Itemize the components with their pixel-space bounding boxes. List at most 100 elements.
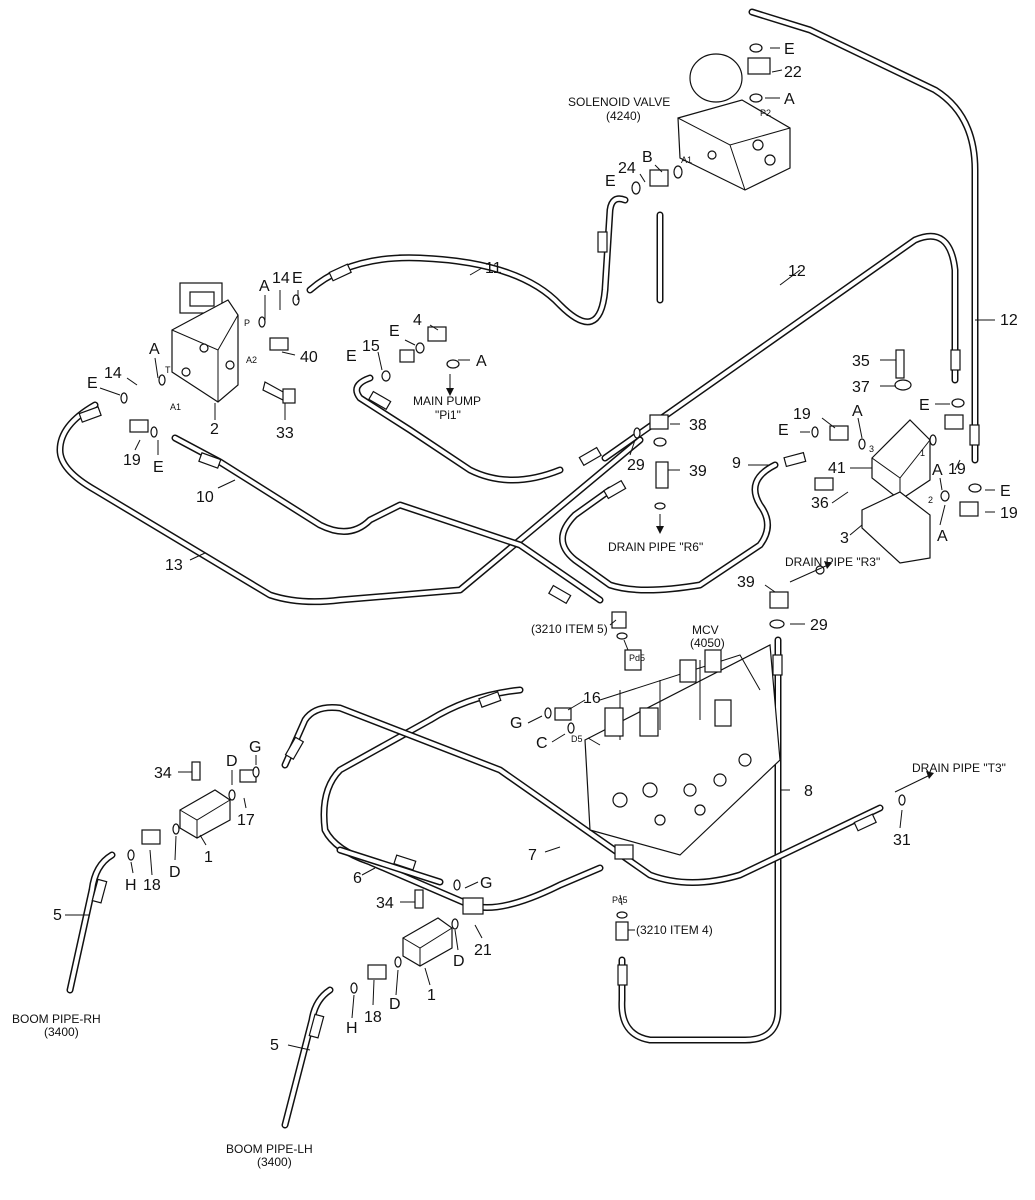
block-1-upper bbox=[179, 789, 231, 839]
main-pump-port: "Pi1" bbox=[435, 408, 461, 422]
callout-12-right: 12 bbox=[1000, 312, 1018, 329]
callout-1a: 1 bbox=[204, 849, 213, 866]
pipe-9 bbox=[559, 461, 779, 594]
port-p: P bbox=[244, 318, 250, 328]
bracket-3 bbox=[861, 491, 931, 564]
callout-21: 21 bbox=[474, 942, 492, 959]
callout-e-mp: E bbox=[389, 323, 400, 340]
callout-19-r3: 19 bbox=[1000, 505, 1018, 522]
callout-38: 38 bbox=[689, 417, 707, 434]
port-1: 1 bbox=[920, 448, 925, 458]
mcv-4050 bbox=[584, 644, 781, 860]
callout-d-b2: D bbox=[389, 996, 401, 1013]
port-t: T bbox=[165, 365, 171, 375]
flow-arrows bbox=[446, 374, 934, 793]
item-4-ref: (3210 ITEM 4) bbox=[636, 923, 713, 937]
callout-34b: 34 bbox=[376, 895, 394, 912]
callout-29b: 29 bbox=[810, 617, 828, 634]
main-pump-label: MAIN PUMP bbox=[413, 394, 481, 408]
callout-a-r4: A bbox=[937, 528, 948, 545]
callout-d-a2: D bbox=[169, 864, 181, 881]
callout-d-a: D bbox=[226, 753, 238, 770]
callout-16: 16 bbox=[583, 690, 601, 707]
port-a1-block: A1 bbox=[170, 402, 181, 412]
boom-pipe-rh: BOOM PIPE-RH bbox=[12, 1012, 101, 1026]
callout-a-left: A bbox=[259, 278, 270, 295]
callout-h-b: H bbox=[346, 1020, 358, 1037]
callout-19-rr: 19 bbox=[948, 461, 966, 478]
callout-a-mp: A bbox=[476, 353, 487, 370]
callout-e-sv: E bbox=[605, 173, 616, 190]
port-pd5: Pd5 bbox=[629, 653, 645, 663]
port-a2: A2 bbox=[246, 355, 257, 365]
callout-g-b: G bbox=[480, 875, 492, 892]
callout-e-mp2: E bbox=[346, 348, 357, 365]
callout-34a: 34 bbox=[154, 765, 172, 782]
port-pc5: Pc5 bbox=[612, 895, 628, 905]
callout-1b: 1 bbox=[427, 987, 436, 1004]
callout-12: 12 bbox=[788, 263, 806, 280]
callout-e-r: E bbox=[919, 397, 930, 414]
callout-e-rr: E bbox=[1000, 483, 1011, 500]
leader-lines bbox=[65, 47, 995, 1051]
mcv-title: MCV bbox=[692, 623, 719, 637]
components bbox=[78, 43, 982, 1039]
callout-5a: 5 bbox=[53, 907, 62, 924]
callout-c-m: C bbox=[536, 735, 548, 752]
labels: SOLENOID VALVE (4240) MCV (4050) MAIN PU… bbox=[12, 41, 1018, 1169]
callout-40: 40 bbox=[300, 349, 318, 366]
callout-h-a: H bbox=[125, 877, 137, 894]
callout-13: 13 bbox=[165, 557, 183, 574]
solenoid-valve-code: (4240) bbox=[606, 109, 641, 123]
item-5-ref: (3210 ITEM 5) bbox=[531, 622, 608, 636]
callout-37: 37 bbox=[852, 379, 870, 396]
o-rings bbox=[120, 43, 982, 994]
pipes bbox=[56, 8, 979, 1129]
callout-a-r: A bbox=[852, 403, 863, 420]
callout-35: 35 bbox=[852, 353, 870, 370]
mcv-code: (4050) bbox=[690, 636, 725, 650]
block-1-lower bbox=[402, 917, 453, 967]
callout-7: 7 bbox=[528, 847, 537, 864]
boom-pipe-lh-code: (3400) bbox=[257, 1155, 292, 1169]
callout-3: 3 bbox=[840, 530, 849, 547]
callout-4: 4 bbox=[413, 312, 422, 329]
callout-g-a: G bbox=[249, 739, 261, 756]
valve-block-2 bbox=[171, 282, 239, 403]
callout-a-v: A bbox=[149, 341, 160, 358]
callout-e-top: E bbox=[784, 41, 795, 58]
pipe-11 bbox=[306, 195, 629, 326]
port-d5: D5 bbox=[571, 734, 583, 744]
port-2: 2 bbox=[928, 495, 933, 505]
callout-e-left: E bbox=[292, 270, 303, 287]
callout-a-r3: A bbox=[932, 462, 943, 479]
callout-29: 29 bbox=[627, 457, 645, 474]
callout-39: 39 bbox=[689, 463, 707, 480]
fittings bbox=[129, 57, 979, 980]
callout-e-19: E bbox=[153, 459, 164, 476]
callout-6: 6 bbox=[353, 870, 362, 887]
solenoid-valve-4240 bbox=[677, 53, 791, 191]
drain-pipe-r6: DRAIN PIPE "R6" bbox=[608, 540, 703, 554]
callout-b: B bbox=[642, 149, 653, 166]
port-p2: P2 bbox=[760, 108, 771, 118]
bolt-33 bbox=[262, 381, 296, 404]
callout-39b: 39 bbox=[737, 574, 755, 591]
port-3: 3 bbox=[869, 444, 874, 454]
callout-17: 17 bbox=[237, 812, 255, 829]
hose-ends bbox=[78, 231, 980, 1039]
pipe-7 bbox=[320, 686, 604, 911]
callout-14b: 14 bbox=[104, 365, 122, 382]
callout-9: 9 bbox=[732, 455, 741, 472]
port-a1-sv: A1 bbox=[681, 155, 692, 165]
callout-5b: 5 bbox=[270, 1037, 279, 1054]
callout-31: 31 bbox=[893, 832, 911, 849]
callout-e-v: E bbox=[87, 375, 98, 392]
callout-2: 2 bbox=[210, 421, 219, 438]
callout-22: 22 bbox=[784, 64, 802, 81]
callout-19-r: 19 bbox=[793, 406, 811, 423]
callout-e-r2: E bbox=[778, 422, 789, 439]
pipe-13 bbox=[56, 401, 644, 606]
callout-24: 24 bbox=[618, 160, 636, 177]
